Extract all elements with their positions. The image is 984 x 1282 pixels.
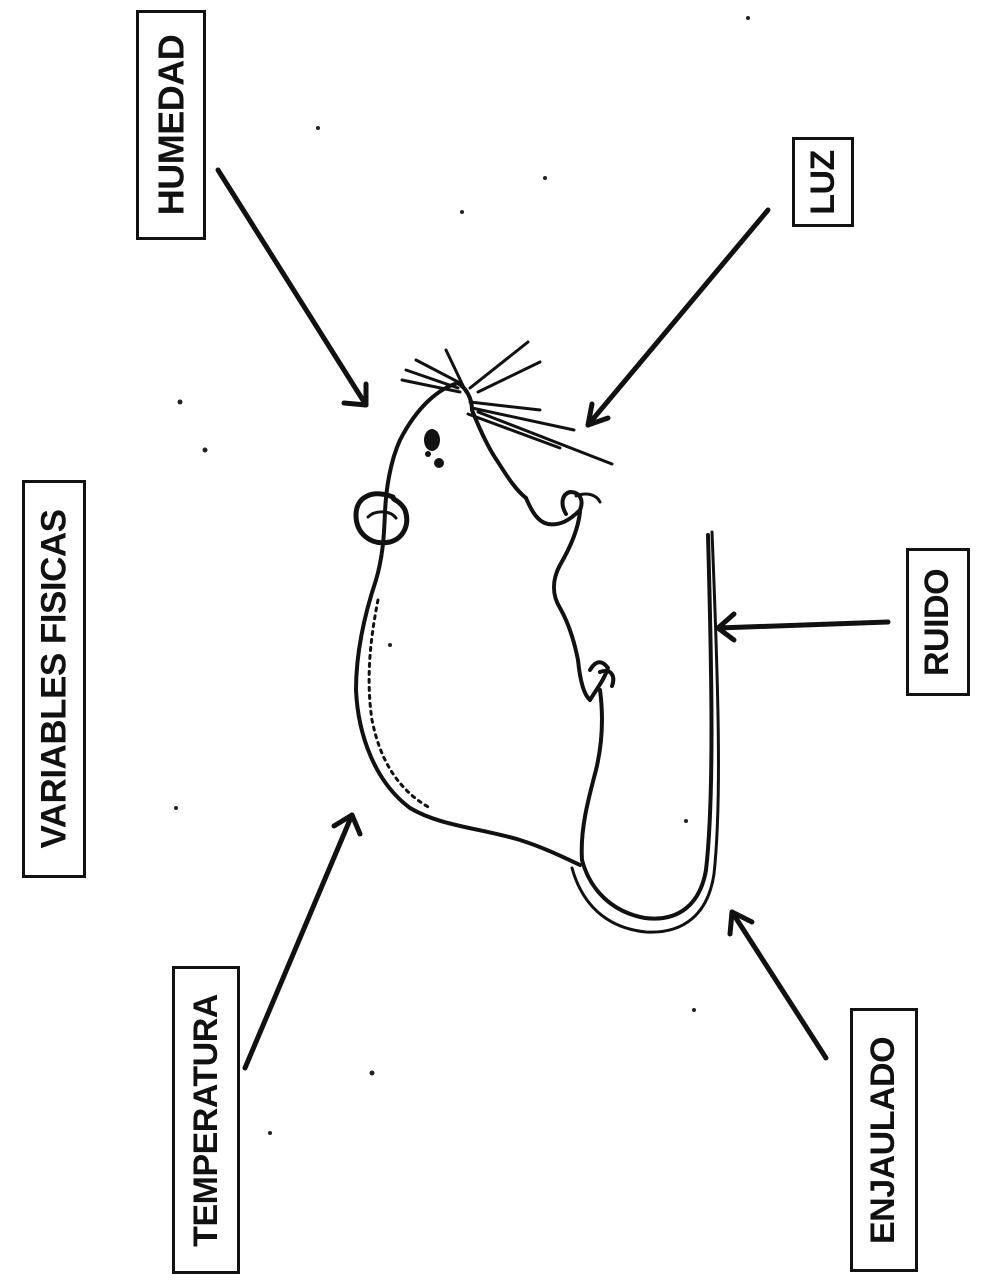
label-temperatura: TEMPERATURA [172,966,240,1274]
label-humedad: HUMEDAD [136,10,206,240]
arrow-enjaulado [730,912,826,1058]
temperatura-text: TEMPERATURA [187,994,226,1247]
rat-illustration [356,342,718,932]
title-variables-fisicas: VARIABLES FISICAS [22,480,86,878]
arrow-humedad [218,170,366,405]
label-ruido: RUIDO [906,548,970,696]
arrow-ruido [718,614,888,640]
arrow-temperatura [245,815,360,1068]
humedad-text: HUMEDAD [150,35,192,216]
enjaulado-text: ENJAULADO [865,1036,904,1243]
label-enjaulado: ENJAULADO [850,1008,918,1272]
label-luz: LUZ [792,137,854,227]
title-text: VARIABLES FISICAS [34,510,74,849]
scan-specks [174,16,750,1135]
luz-text: LUZ [804,150,843,215]
ruido-text: RUIDO [919,568,958,675]
arrow-luz [588,210,768,425]
